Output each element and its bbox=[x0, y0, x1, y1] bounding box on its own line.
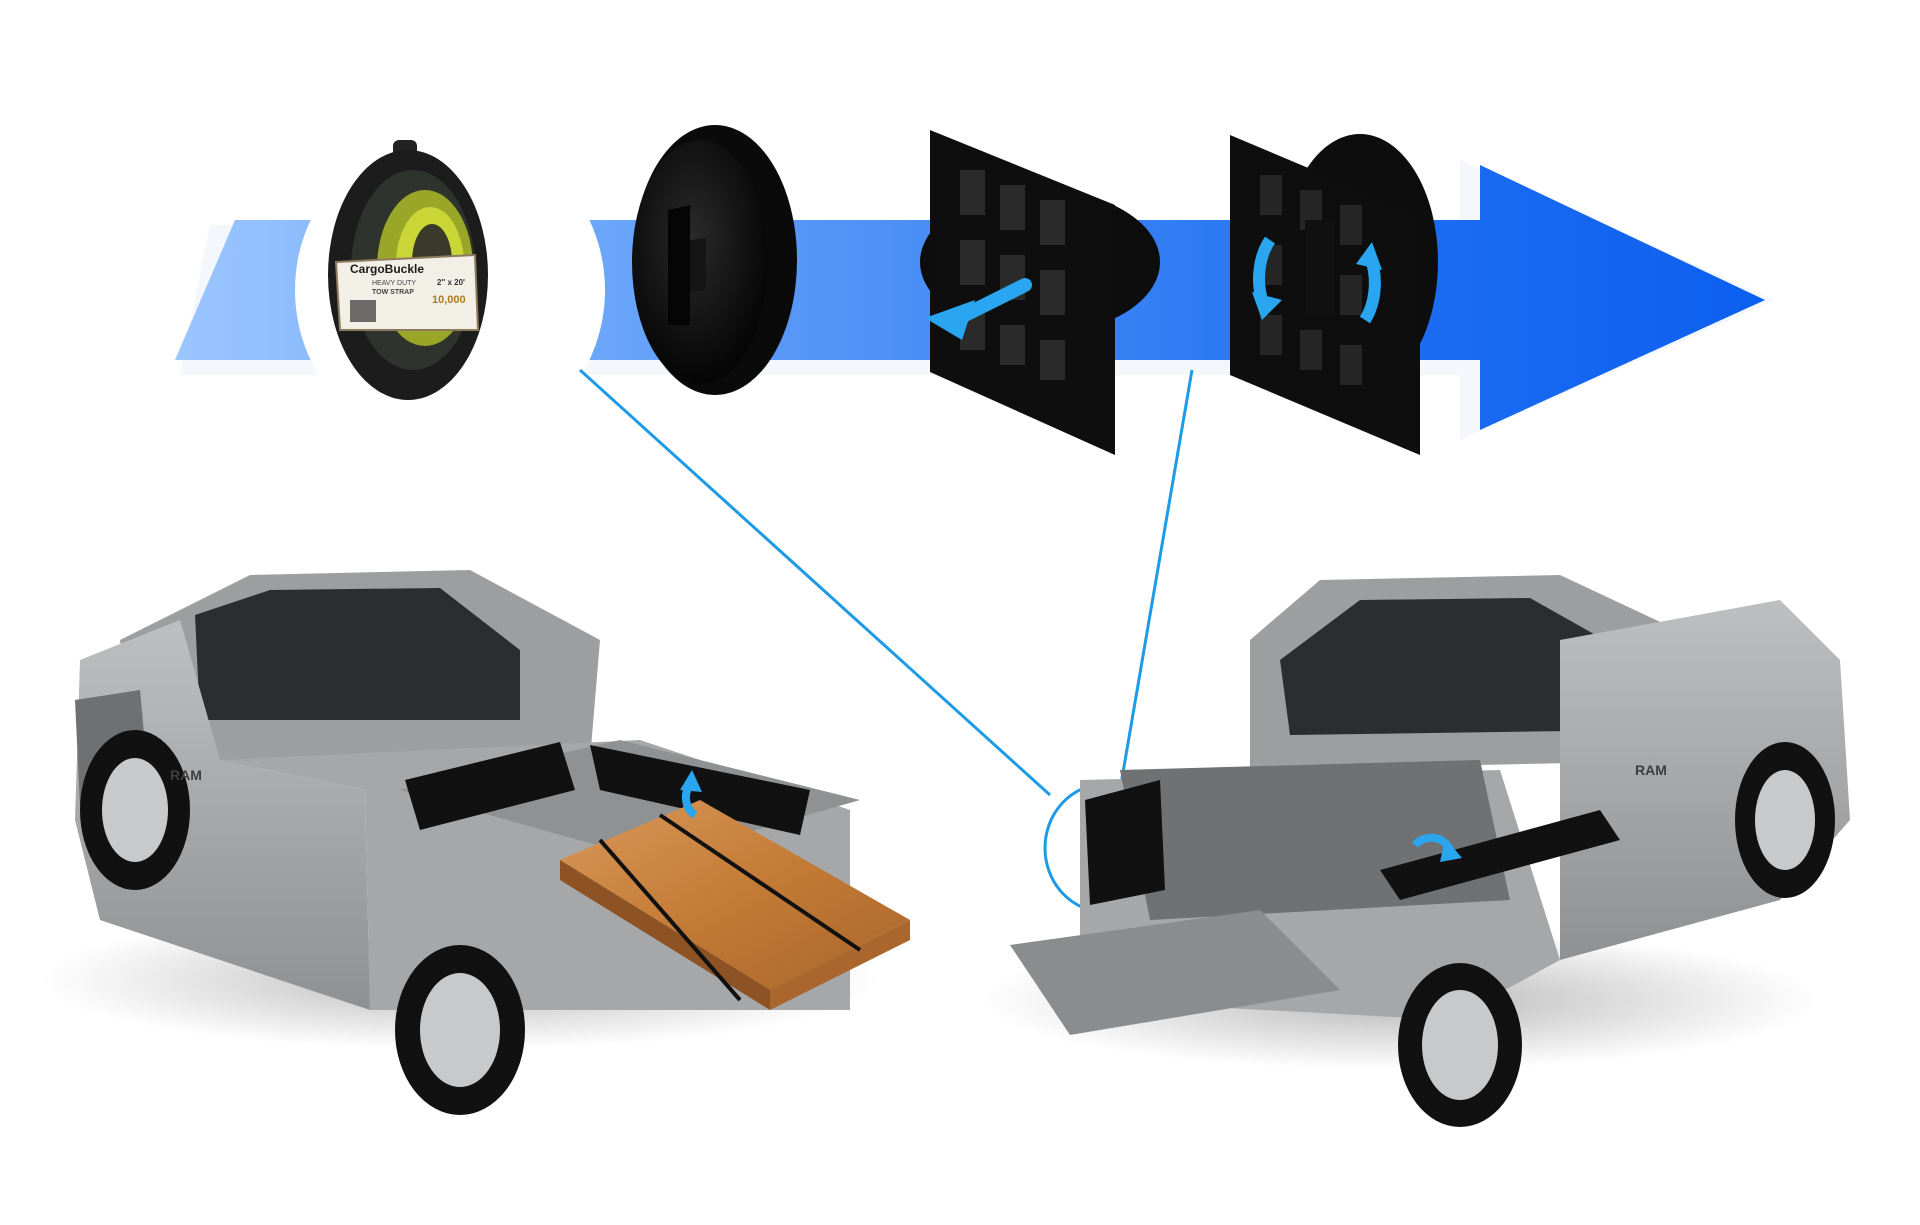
mount-puck bbox=[632, 125, 797, 395]
package-rating: 10,000 bbox=[432, 294, 466, 306]
wood-plank-stack bbox=[560, 800, 910, 990]
wheel bbox=[80, 730, 190, 890]
package-size: 2" x 20' bbox=[437, 278, 465, 287]
molle-panel-insert bbox=[920, 130, 1160, 455]
rotate-icon bbox=[1252, 236, 1382, 324]
package-brand: CargoBuckle bbox=[350, 262, 424, 276]
molle-panel-rotate bbox=[1230, 134, 1438, 455]
truck-left: RAM bbox=[40, 570, 910, 1115]
package-label: CargoBuckle HEAVY DUTY TOW STRAP 2" x 20… bbox=[334, 253, 480, 331]
truck-badge: RAM bbox=[170, 767, 202, 783]
wheel bbox=[1735, 742, 1835, 898]
wheel bbox=[395, 945, 525, 1115]
truck-right: RAM bbox=[980, 575, 1850, 1127]
wheel bbox=[1398, 963, 1522, 1127]
truck-badge: RAM bbox=[1635, 762, 1667, 778]
tow-strap-package: CargoBuckle HEAVY DUTY TOW STRAP 2" x 20… bbox=[295, 130, 605, 450]
package-subtitle-2: TOW STRAP bbox=[372, 289, 414, 296]
package-subtitle-1: HEAVY DUTY bbox=[372, 280, 416, 287]
truck-bed bbox=[1120, 760, 1510, 920]
